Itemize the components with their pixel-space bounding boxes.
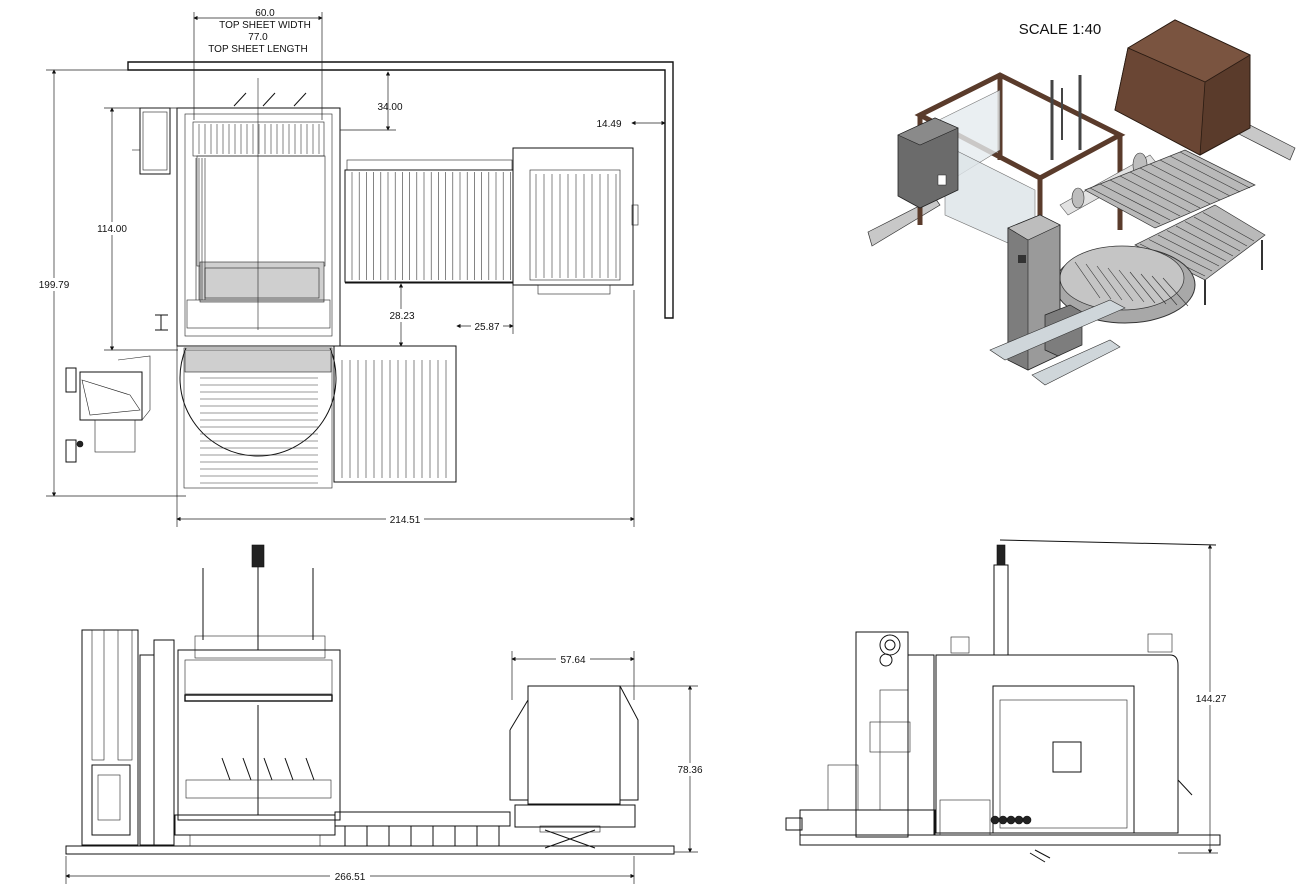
plan-view: 60.0 TOP SHEET WIDTH 77.0 TOP SHEET LENG… (36, 8, 674, 527)
side-base (799, 834, 1221, 846)
roller-line (1119, 175, 1191, 213)
roller-line (1202, 212, 1255, 242)
dim-144-27: 144.27 (1196, 694, 1227, 705)
roller-line (1157, 234, 1220, 267)
roller-line (1118, 269, 1145, 303)
roller-line (1074, 261, 1101, 299)
sprocket (990, 815, 1000, 825)
roller-line (1109, 179, 1181, 217)
flap-line (221, 757, 231, 781)
roller-line (1099, 183, 1171, 221)
flap-line (284, 757, 294, 781)
isometric-view: SCALE 1:40 (867, 19, 1296, 386)
sprocket (998, 815, 1008, 825)
sprocket (1022, 815, 1032, 825)
roller-line (1085, 263, 1112, 300)
dim-top-sheet-width-label: TOP SHEET WIDTH (219, 20, 311, 31)
roller-line (1162, 277, 1189, 307)
roller-line (1096, 265, 1123, 301)
outfeed-conveyor (333, 345, 457, 483)
roller-line (1159, 159, 1231, 197)
dim-top-sheet-width-value: 60.0 (255, 8, 275, 19)
roller-line (1169, 155, 1241, 193)
dim-top-sheet-length-value: 77.0 (248, 32, 268, 43)
roller-line (1140, 273, 1167, 305)
roller-line (1175, 225, 1234, 257)
roller-line (1184, 221, 1241, 252)
flap-line (263, 757, 273, 781)
roller-line (1149, 163, 1221, 201)
roller-line (1107, 267, 1134, 302)
roller-line (1179, 151, 1251, 189)
dim-25-87: 25.87 (474, 322, 499, 333)
dim-266-51: 266.51 (335, 872, 366, 883)
roller-line (1129, 271, 1156, 304)
dim-top-sheet-length-label: TOP SHEET LENGTH (208, 44, 307, 55)
roller-line (1089, 187, 1161, 225)
dim-114-00: 114.00 (97, 224, 127, 235)
roller-line (1193, 216, 1248, 247)
dim-199-79: 199.79 (39, 280, 70, 291)
dim-28-23: 28.23 (389, 311, 414, 322)
dim-214-51: 214.51 (390, 515, 421, 526)
dim-57-64: 57.64 (560, 655, 585, 666)
sprocket (1006, 815, 1016, 825)
roller-line (1151, 275, 1178, 306)
front-base (65, 845, 675, 855)
dim-78-36: 78.36 (677, 765, 702, 776)
roller-line (1139, 167, 1211, 205)
wrapper-frame (176, 107, 341, 347)
control-box (139, 107, 171, 175)
dump-station (512, 147, 634, 286)
dim-14-49: 14.49 (596, 119, 621, 130)
flap-line (305, 757, 315, 781)
front-elevation: 57.64 78.36 266.51 (65, 544, 708, 884)
sprocket (1014, 815, 1024, 825)
roller-line (1166, 230, 1227, 262)
scale-label: SCALE 1:40 (1019, 21, 1102, 38)
infeed-conveyor (344, 169, 514, 283)
flap-line (242, 757, 252, 781)
roller-line (1148, 239, 1213, 272)
side-elevation: 144.27 (785, 539, 1230, 863)
dim-34-00: 34.00 (377, 102, 402, 113)
roller-line (1129, 171, 1201, 209)
